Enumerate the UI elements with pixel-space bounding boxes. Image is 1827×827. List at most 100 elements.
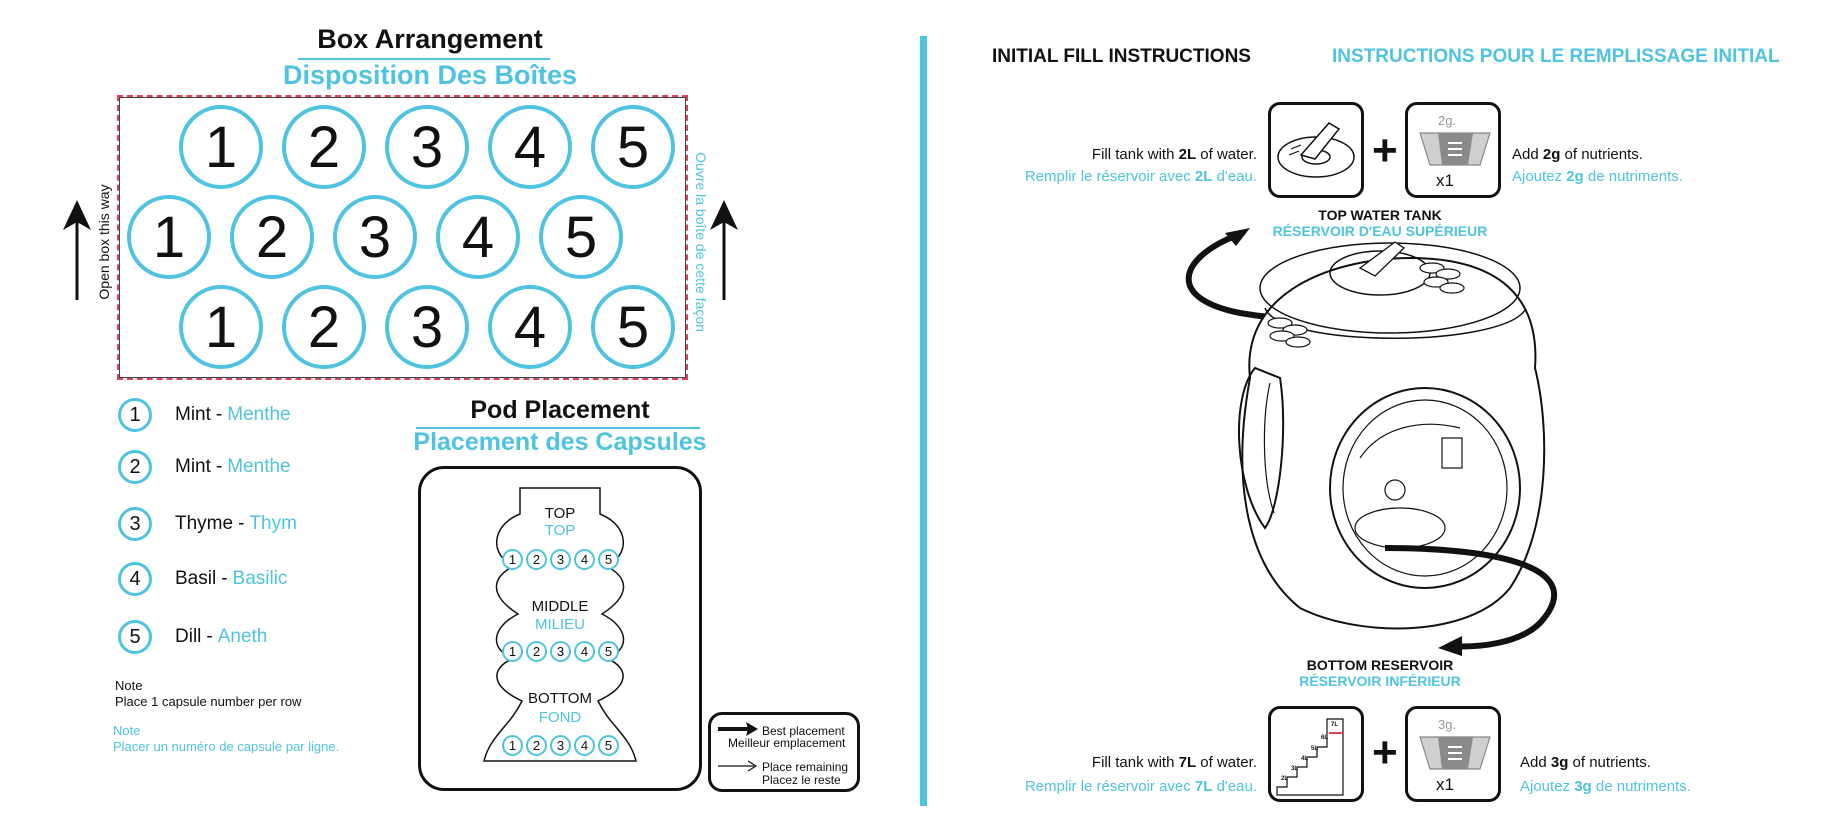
pod-slot-circle: 2	[526, 735, 547, 756]
pod-slot-circle: 2	[526, 549, 547, 570]
stair-level-label: 7L	[1331, 722, 1339, 728]
open-box-text-fr: Ouvre la boîte de cette façon	[693, 152, 709, 332]
box-slot-circle: 5	[591, 105, 675, 189]
bottom-tank-label-fr: RÉSERVOIR INFÉRIEUR	[1299, 673, 1461, 689]
stair-level-label: 5L	[1311, 746, 1319, 752]
pod-level-bottom-en: BOTTOM	[528, 690, 592, 707]
bottom-nutrient-en: Add 3g of nutrients.	[1520, 754, 1651, 771]
bottom-nutrient-fr: Ajoutez 3g de nutriments.	[1520, 778, 1691, 795]
pod-slot-circle: 5	[598, 641, 619, 662]
legend-item: Mint-Menthe	[175, 456, 291, 478]
pod-level-middle-en: MIDDLE	[531, 598, 589, 615]
pod-slot-circle: 3	[550, 549, 571, 570]
key-best-en: Best placement	[762, 724, 845, 738]
box-slot-circle: 2	[230, 195, 314, 279]
arrow-up-right-icon	[710, 200, 738, 300]
key-rest-fr: Placez le reste	[762, 773, 841, 787]
fill-title-en: INITIAL FILL INSTRUCTIONS	[992, 46, 1251, 67]
bottom-water-en: Fill tank with 7L of water.	[1091, 754, 1257, 771]
stair-level-label: 4L	[1301, 756, 1309, 762]
pod-slot-circle: 4	[574, 641, 595, 662]
top-tank-label-en: TOP WATER TANK	[1318, 207, 1442, 223]
legend-name-en: Dill	[175, 626, 202, 647]
top-water-fr: Remplir le réservoir avec 2L d'eau.	[1024, 168, 1257, 185]
top-nutrient-fr: Ajoutez 2g de nutriments.	[1512, 168, 1683, 185]
legend-separator: -	[206, 626, 213, 647]
legend-name-fr: Menthe	[227, 456, 291, 477]
legend-separator: -	[215, 456, 223, 477]
bottom-water-fr: Remplir le réservoir avec 7L d'eau.	[1024, 778, 1257, 795]
key-best-fr: Meilleur emplacement	[728, 736, 846, 750]
scoop-label-bottom: 3g.	[1438, 717, 1457, 732]
box-slot-circle: 4	[488, 105, 572, 189]
box-slot-circle: 1	[179, 285, 263, 369]
multiplier-bottom: x1	[1436, 775, 1454, 794]
box-slot-circle: 2	[282, 285, 366, 369]
legend-number-circle: 5	[118, 620, 152, 654]
grow-device-illustration	[1185, 228, 1558, 656]
scoop-label-top: 2g.	[1438, 113, 1457, 128]
note-text-fr: Placer un numéro de capsule par ligne.	[113, 739, 340, 754]
plus-icon-bottom: +	[1372, 728, 1398, 777]
legend-item: Thyme-Thym	[175, 513, 297, 535]
page-divider	[920, 36, 927, 806]
box-slot-circle: 1	[127, 195, 211, 279]
pod-slot-circle: 5	[598, 735, 619, 756]
pod-slot-circle: 2	[526, 641, 547, 662]
legend-number-circle: 1	[118, 398, 152, 432]
pod-slot-circle: 4	[574, 735, 595, 756]
legend-separator: -	[238, 513, 245, 534]
legend-item: Dill-Aneth	[175, 626, 267, 648]
box-title-en: Box Arrangement	[317, 24, 543, 54]
pod-level-middle-fr: MILIEU	[534, 616, 585, 633]
scoop-icon	[1419, 132, 1491, 166]
pod-tower-outline	[483, 487, 637, 762]
pod-title-divider	[416, 427, 700, 429]
pod-level-top-en: TOP	[544, 505, 576, 522]
fill-title-fr: INSTRUCTIONS POUR LE REMPLISSAGE INITIAL	[1332, 46, 1780, 67]
top-nutrient-en: Add 2g of nutrients.	[1512, 146, 1643, 163]
pod-title-fr: Placement des Capsules	[413, 428, 707, 456]
note-label-fr: Note	[113, 723, 141, 738]
plus-icon-top: +	[1372, 126, 1398, 175]
legend-name-en: Mint	[175, 456, 211, 477]
pod-level-bottom-fr: FOND	[538, 709, 582, 726]
box-slot-circle: 4	[436, 195, 520, 279]
legend-item: Mint-Menthe	[175, 404, 291, 426]
note-text-en: Place 1 capsule number per row	[115, 694, 302, 709]
box-slot-circle: 1	[179, 105, 263, 189]
legend-number-circle: 2	[118, 450, 152, 484]
thick-arrow-icon	[718, 722, 758, 736]
pod-slot-circle: 5	[598, 549, 619, 570]
box-slot-circle: 5	[539, 195, 623, 279]
box-title-fr: Disposition Des Boîtes	[282, 60, 578, 90]
box-slot-circle: 2	[282, 105, 366, 189]
legend-separator: -	[215, 404, 223, 425]
pod-slot-circle: 3	[550, 735, 571, 756]
box-slot-circle: 3	[333, 195, 417, 279]
tank-lid-icon	[1277, 122, 1355, 178]
legend-name-fr: Aneth	[217, 626, 268, 647]
legend-number-circle: 4	[118, 562, 152, 596]
fill-level-stairs-icon	[1276, 718, 1344, 796]
legend-name-en: Thyme	[175, 513, 234, 534]
legend-separator: -	[221, 568, 228, 589]
pod-level-top-fr: TOP	[544, 522, 576, 539]
legend-name-en: Basil	[175, 568, 217, 589]
box-outline	[117, 95, 688, 380]
top-scoop-box: 2g. x1	[1405, 102, 1501, 198]
box-slot-circle: 3	[385, 285, 469, 369]
pod-slot-circle: 4	[574, 549, 595, 570]
stair-level-label: 2L	[1281, 776, 1289, 782]
scoop-icon	[1419, 736, 1491, 770]
legend-name-fr: Thym	[249, 513, 297, 534]
arrow-up-left-icon	[63, 200, 91, 300]
legend-item: Basil-Basilic	[175, 568, 287, 590]
thin-arrow-icon	[718, 760, 758, 772]
legend-number-circle: 3	[118, 507, 152, 541]
pod-slot-circle: 1	[502, 641, 523, 662]
top-water-en: Fill tank with 2L of water.	[1091, 146, 1257, 163]
pod-title-en: Pod Placement	[470, 396, 650, 424]
pod-slot-circle: 3	[550, 641, 571, 662]
